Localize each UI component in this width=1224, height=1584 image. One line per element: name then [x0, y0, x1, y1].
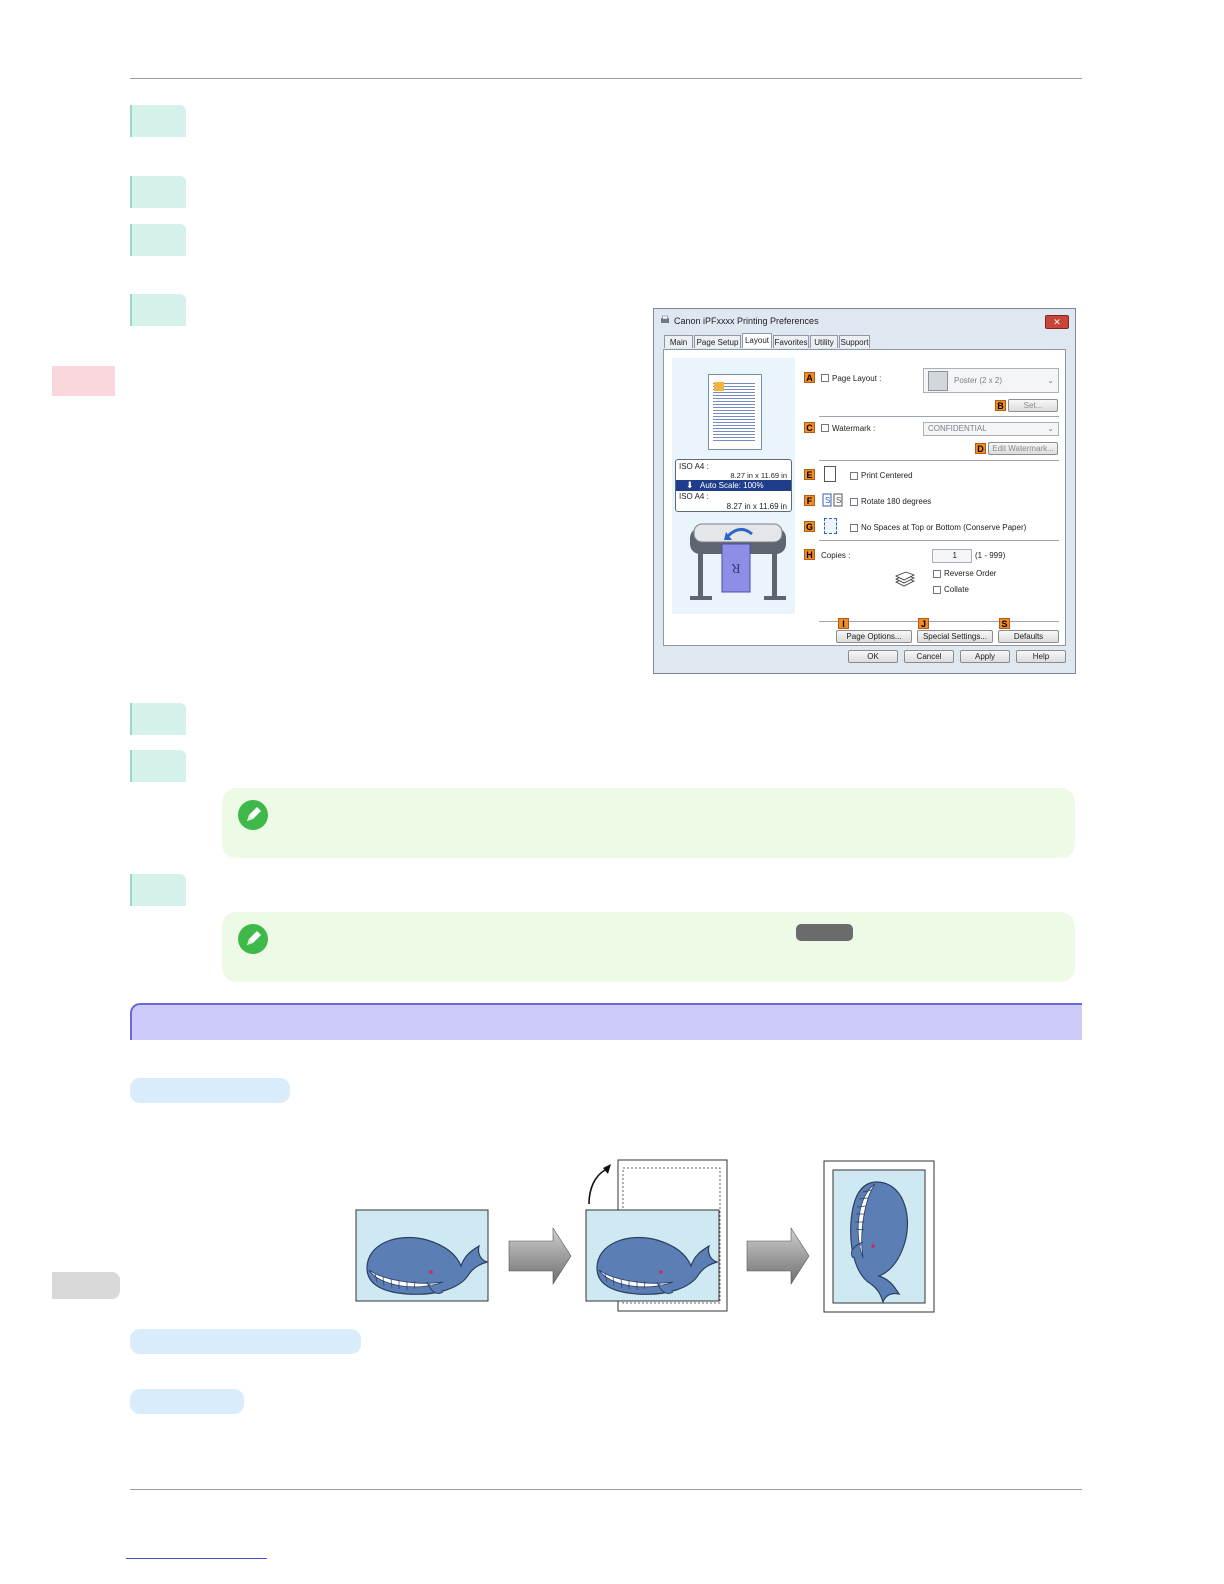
watermark-select[interactable]: CONFIDENTIAL ⌄ — [923, 422, 1059, 436]
copies-value: 1 — [952, 551, 957, 560]
collate-label: Collate — [944, 585, 969, 594]
page-preview-thumbnail — [708, 374, 762, 450]
dialog-title: Canon iPFxxxx Printing Preferences — [674, 316, 819, 326]
marker-f: F — [804, 495, 815, 506]
reverse-order-label: Reverse Order — [944, 569, 997, 578]
marker-e: E — [804, 469, 815, 480]
layout-panel: ISO A4 : 8.27 in x 11.69 in ⬇ Auto Scale… — [663, 349, 1066, 646]
defaults-button[interactable]: Defaults — [998, 630, 1059, 643]
page-side-tab — [52, 1272, 120, 1299]
rotate-label: Rotate 180 degrees — [861, 497, 932, 506]
poster-layout-icon — [928, 371, 948, 391]
header-rule — [130, 78, 1082, 79]
marker-b: B — [995, 400, 1006, 411]
section-heading-band — [130, 1003, 1082, 1040]
marker-s: S — [999, 618, 1010, 629]
page-options-button[interactable]: Page Options... — [836, 630, 912, 643]
size-top-value: 8.27 in x 11.69 in — [730, 471, 787, 480]
no-spaces-label: No Spaces at Top or Bottom (Conserve Pap… — [861, 523, 1027, 532]
marker-j: J — [918, 618, 929, 629]
tab-main[interactable]: Main — [664, 335, 693, 348]
step-marker-7 — [130, 874, 186, 906]
reverse-order-checkbox[interactable] — [933, 570, 941, 578]
keyboard-key-badge — [796, 924, 853, 941]
paper-size-box: ISO A4 : 8.27 in x 11.69 in ⬇ Auto Scale… — [675, 459, 792, 512]
marker-c: C — [804, 422, 815, 433]
separator-2 — [819, 460, 1059, 461]
printer-illustration: R — [682, 510, 794, 610]
rotation-illustration — [355, 1158, 937, 1314]
copies-range: (1 - 999) — [975, 551, 1006, 560]
cancel-button[interactable]: Cancel — [904, 650, 954, 663]
page-layout-checkbox[interactable] — [821, 374, 829, 382]
note-box-1 — [222, 788, 1075, 858]
page-layout-label: Page Layout : — [832, 374, 882, 383]
svg-text:R: R — [731, 560, 741, 575]
marker-i: I — [838, 618, 849, 629]
printing-preferences-dialog: Canon iPFxxxx Printing Preferences ✕ Mai… — [653, 308, 1076, 674]
copies-label: Copies : — [821, 551, 851, 560]
pencil-note-icon — [238, 924, 268, 954]
chapter-side-tab — [52, 366, 115, 396]
printer-icon — [660, 315, 670, 325]
help-button[interactable]: Help — [1016, 650, 1066, 663]
tab-favorites[interactable]: Favorites — [773, 335, 809, 348]
note-box-2 — [222, 912, 1075, 982]
copies-input[interactable]: 1 — [932, 549, 972, 563]
collate-checkbox[interactable] — [933, 586, 941, 594]
size-top-label: ISO A4 : — [679, 462, 709, 471]
marker-d: D — [975, 443, 986, 454]
pencil-note-icon — [238, 800, 268, 830]
step-marker-2 — [130, 176, 186, 208]
step-marker-4 — [130, 294, 186, 326]
conserve-paper-icon — [824, 518, 837, 534]
watermark-checkbox[interactable] — [821, 424, 829, 432]
svg-text:S: S — [836, 496, 841, 505]
set-button[interactable]: Set... — [1008, 399, 1058, 412]
down-arrow-icon: ⬇ — [686, 480, 694, 490]
auto-scale-row: ⬇ Auto Scale: 100% — [676, 480, 791, 491]
edit-watermark-button[interactable]: Edit Watermark... — [988, 442, 1058, 455]
marker-h: H — [804, 549, 815, 560]
size-bottom-value: 8.27 in x 11.69 in — [726, 502, 787, 511]
svg-text:S: S — [825, 496, 830, 505]
special-settings-button[interactable]: Special Settings... — [917, 630, 993, 643]
tab-support[interactable]: Support — [839, 335, 870, 348]
chevron-down-icon: ⌄ — [1047, 376, 1054, 385]
step-marker-5 — [130, 703, 186, 735]
apply-button[interactable]: Apply — [960, 650, 1010, 663]
marker-a: A — [804, 372, 815, 383]
marker-g: G — [804, 521, 815, 532]
watermark-label: Watermark : — [832, 424, 876, 433]
footer-link-underline[interactable] — [126, 1558, 267, 1559]
tab-page-setup[interactable]: Page Setup — [694, 335, 741, 348]
subheading-pill-3 — [130, 1389, 244, 1414]
stack-copies-icon — [894, 568, 916, 588]
auto-scale-label: Auto Scale: 100% — [700, 481, 764, 490]
separator-4 — [819, 621, 1059, 622]
separator-3 — [819, 540, 1059, 541]
tab-layout[interactable]: Layout — [742, 333, 772, 348]
step-marker-3 — [130, 224, 186, 256]
print-centered-icon — [824, 466, 836, 482]
tab-utility[interactable]: Utility — [810, 335, 838, 348]
size-bottom-label: ISO A4 : — [679, 492, 709, 501]
subheading-pill-2 — [130, 1329, 361, 1354]
footer-rule — [130, 1489, 1082, 1490]
separator-1 — [819, 416, 1059, 417]
layout-preview: ISO A4 : 8.27 in x 11.69 in ⬇ Auto Scale… — [672, 358, 795, 614]
print-centered-checkbox[interactable] — [850, 472, 858, 480]
step-marker-1 — [130, 105, 186, 137]
step-marker-6 — [130, 750, 186, 782]
no-spaces-checkbox[interactable] — [850, 524, 858, 532]
ok-button[interactable]: OK — [848, 650, 898, 663]
print-centered-label: Print Centered — [861, 471, 913, 480]
subheading-pill-1 — [130, 1078, 290, 1103]
page-layout-value: Poster (2 x 2) — [954, 376, 1003, 385]
chevron-down-icon: ⌄ — [1047, 424, 1054, 433]
watermark-value: CONFIDENTIAL — [928, 424, 987, 433]
close-button[interactable]: ✕ — [1045, 315, 1069, 329]
rotate-checkbox[interactable] — [850, 498, 858, 506]
